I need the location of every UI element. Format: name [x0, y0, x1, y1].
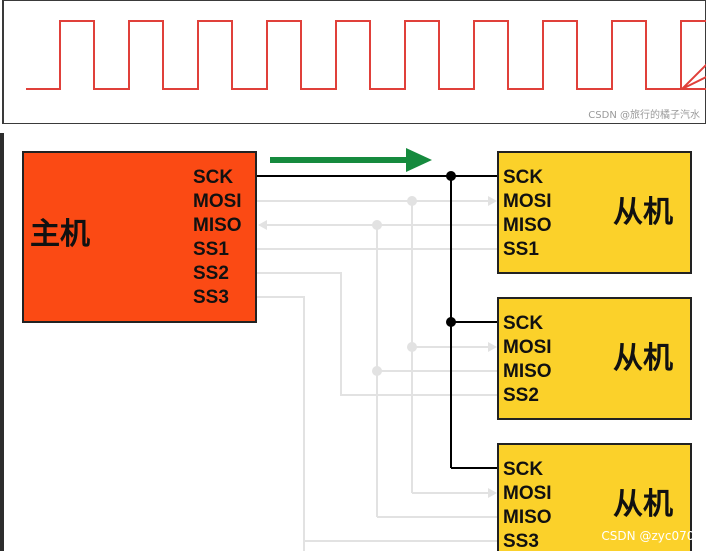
top-watermark: CSDN @旅行的橘子汽水 [588, 108, 700, 121]
sck-junction-2 [446, 317, 456, 327]
slave1-pin-ss: SS1 [503, 239, 539, 260]
master-label: 主机 [30, 217, 90, 252]
left-edge-bar [0, 133, 4, 551]
slave3-pin-sck: SCK [503, 459, 543, 480]
slave-box-1 [497, 151, 692, 274]
slave1-pin-sck: SCK [503, 167, 543, 188]
slave2-pin-ss: SS2 [503, 385, 539, 406]
mosi-junction-2 [407, 342, 417, 352]
clock-waveform [26, 20, 706, 90]
master-pin-ss3: SS3 [193, 287, 229, 308]
master-pin-ss1: SS1 [193, 239, 229, 260]
mosi-arrow-2 [488, 342, 497, 352]
slave3-pin-mosi: MOSI [503, 483, 552, 504]
miso-junction-1 [372, 220, 382, 230]
mosi-junction-1 [407, 196, 417, 206]
miso-arrow [258, 220, 267, 230]
master-pin-mosi: MOSI [193, 191, 242, 212]
master-pin-ss2: SS2 [193, 263, 229, 284]
ss3-line [257, 296, 305, 551]
mosi-arrow-3 [488, 488, 497, 498]
slave2-pin-sck: SCK [503, 313, 543, 334]
master-pin-miso: MISO [193, 215, 242, 236]
slave-device-1: 从机 SCK MOSI MISO SS1 [497, 151, 692, 274]
slave3-pin-miso: MISO [503, 507, 552, 528]
clock-panel: CSDN @旅行的橘子汽水 [2, 0, 706, 125]
bottom-watermark: CSDN @zyc0705 [601, 529, 702, 543]
miso-junction-2 [372, 366, 382, 376]
slave-device-3: 从机 SCK MOSI MISO SS3 [497, 443, 692, 551]
master-device: 主机 SCK MOSI MISO SS1 SS2 SS3 [22, 151, 257, 323]
slave-device-2: 从机 SCK MOSI MISO SS2 [497, 297, 692, 420]
sck-bus [257, 171, 497, 469]
slave3-pin-ss: SS3 [503, 531, 539, 551]
slave1-pin-mosi: MOSI [503, 191, 552, 212]
separator [0, 124, 706, 133]
sck-junction-1 [446, 171, 456, 181]
slave-label-2: 从机 [613, 341, 673, 376]
ss2-line [257, 272, 497, 396]
slave-box-3 [497, 443, 692, 551]
slave-label-3: 从机 [613, 487, 673, 522]
slave-label-1: 从机 [613, 195, 673, 230]
slave2-pin-mosi: MOSI [503, 337, 552, 358]
arrow-head [406, 148, 432, 172]
slave1-pin-miso: MISO [503, 215, 552, 236]
slave-box-2 [497, 297, 692, 420]
clock-direction-arrow [270, 148, 432, 172]
clock-panel-frame [2, 0, 706, 125]
mosi-arrow-1 [488, 196, 497, 206]
master-pin-sck: SCK [193, 167, 233, 188]
grey-wiring [257, 196, 497, 551]
master-box [22, 151, 257, 323]
slave2-pin-miso: MISO [503, 361, 552, 382]
